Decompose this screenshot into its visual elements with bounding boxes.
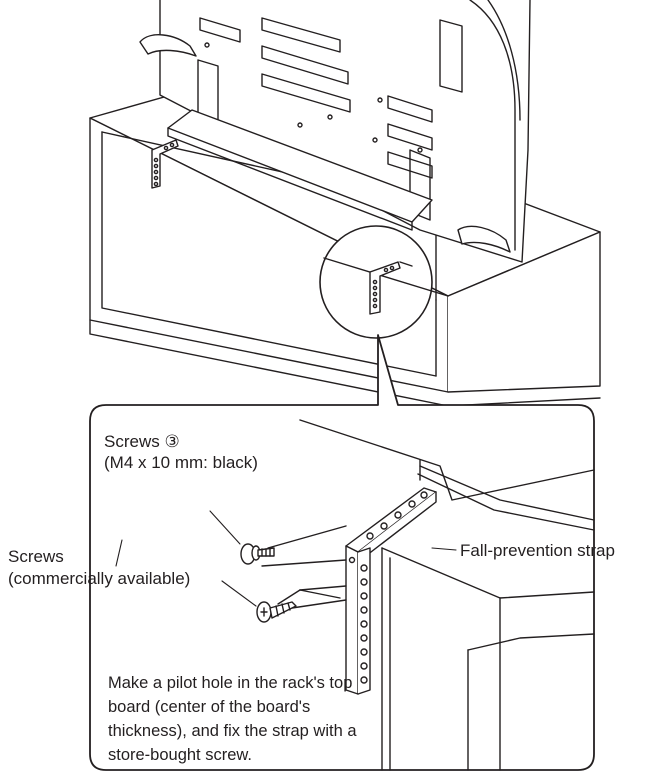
leader-lines <box>115 510 457 607</box>
strap-left-icon <box>151 139 179 189</box>
screw-supplied-icon <box>240 543 275 565</box>
label-screws-supplied-spec: (M4 x 10 mm: black) <box>104 453 258 472</box>
instruction-text: Make a pilot hole in the rack's top boar… <box>108 674 357 764</box>
rack-detail <box>299 419 595 771</box>
label-screws-supplied: Screws ③ <box>104 432 180 451</box>
label-fall-prevention-strap: Fall-prevention strap <box>460 541 615 560</box>
screw-commercial-icon <box>256 601 297 623</box>
fall-prevention-strap-icon <box>345 487 437 695</box>
label-screws-commercial-note: (commercially available) <box>8 569 191 588</box>
magnifier-circle <box>319 225 449 339</box>
label-screws-commercial: Screws <box>8 547 64 566</box>
tv-illustration <box>139 0 531 263</box>
guide-lines <box>261 525 347 609</box>
